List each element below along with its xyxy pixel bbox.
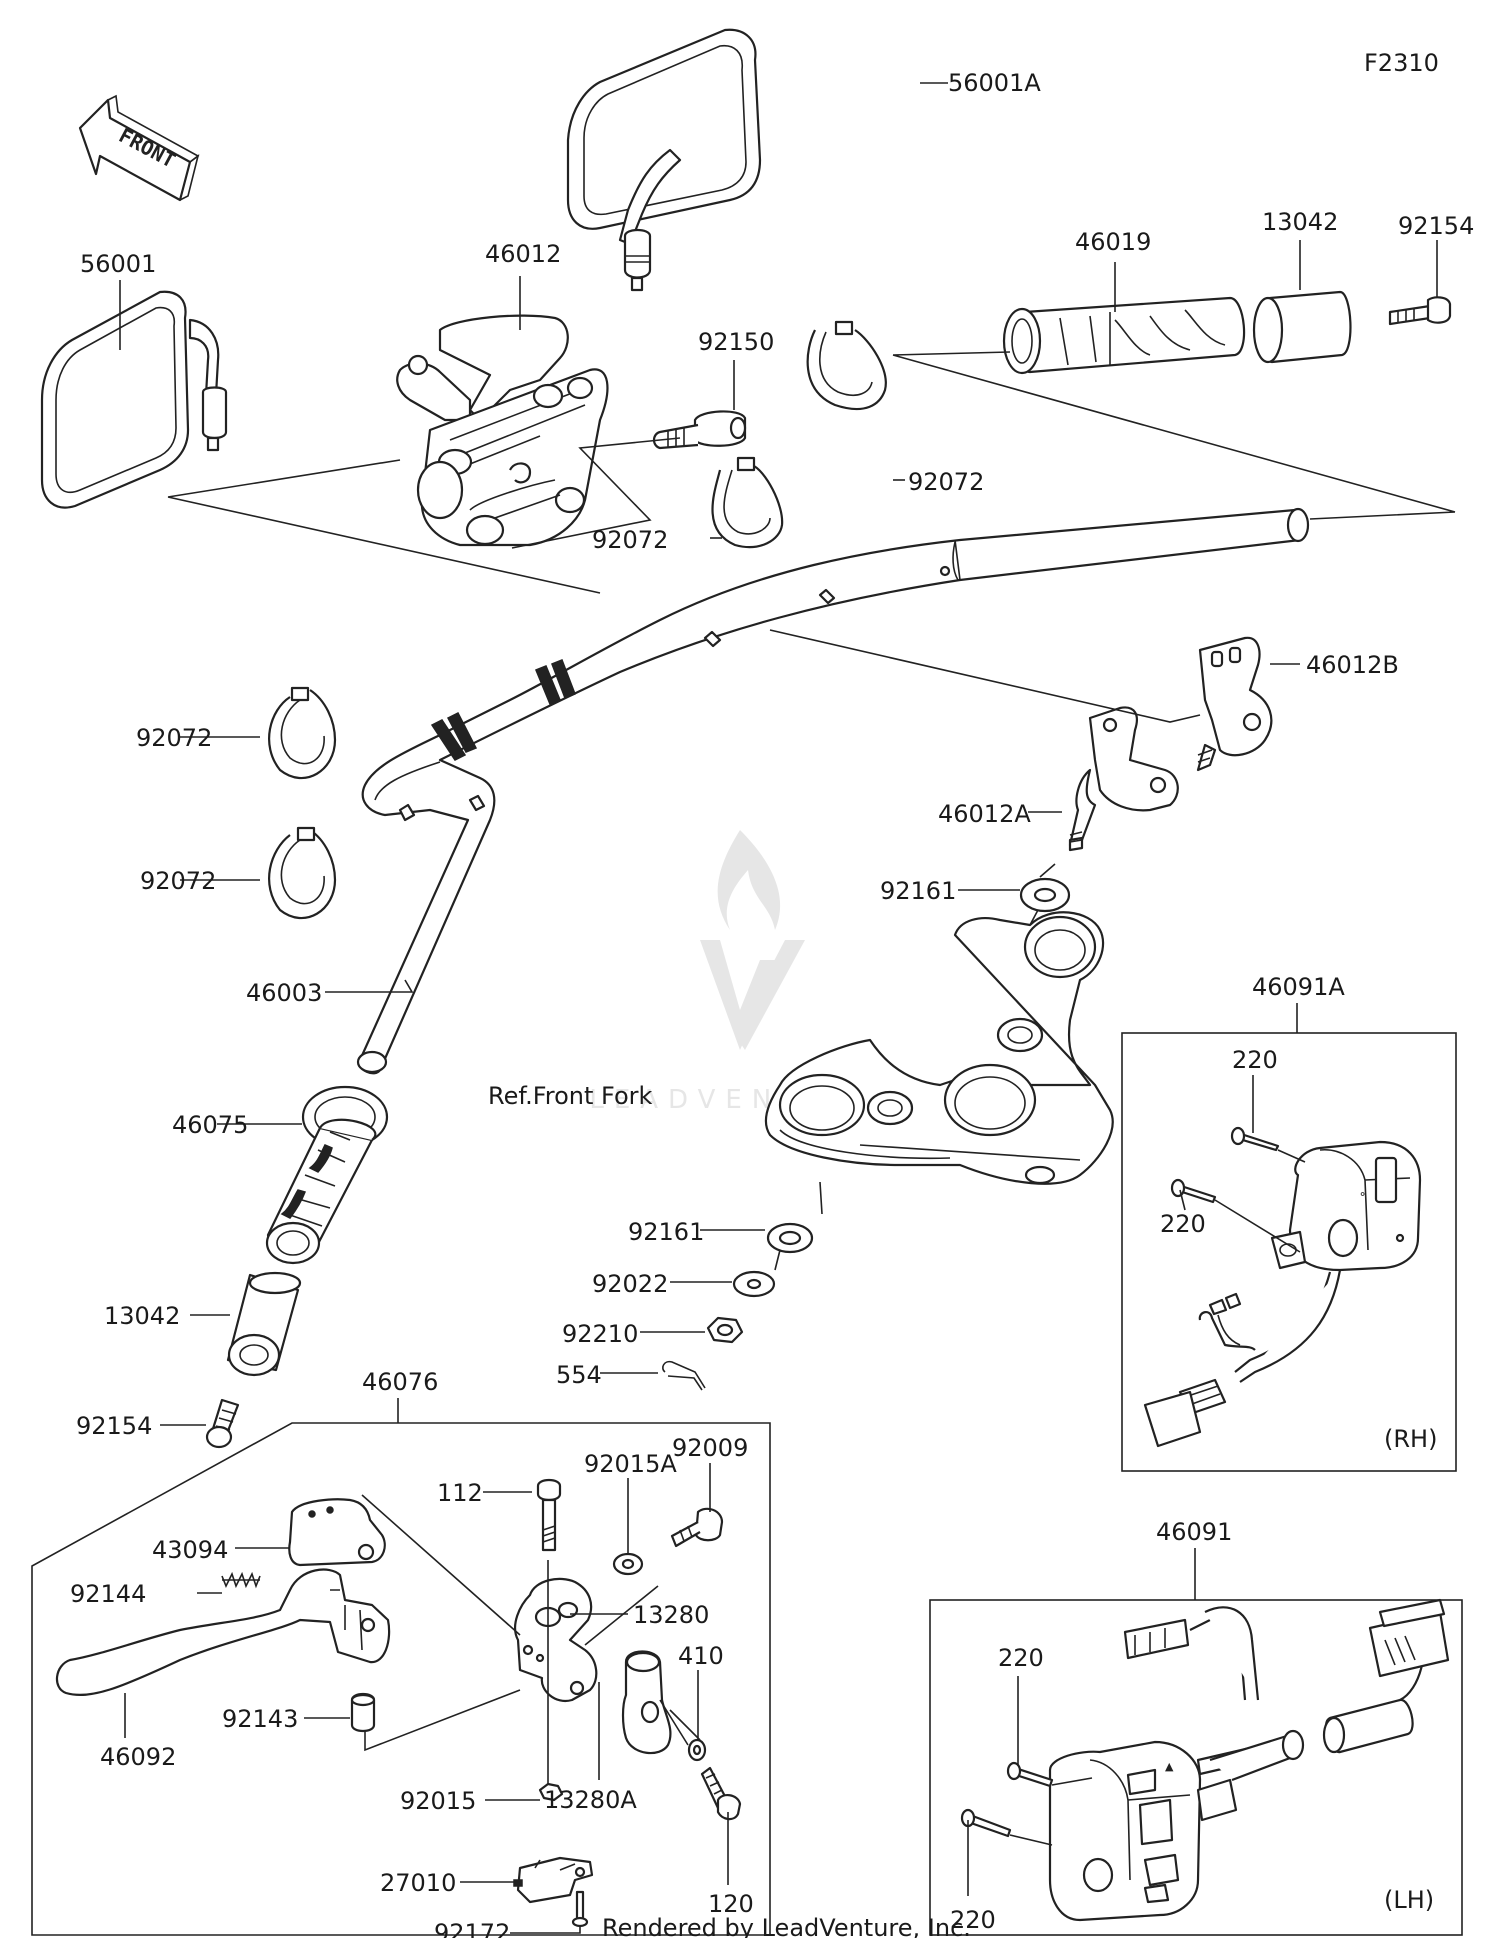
holder-46012B <box>1196 636 1273 772</box>
label-92210: 92210 <box>562 1320 638 1348</box>
label-92072-left-a: 92072 <box>136 724 212 752</box>
label-220-rh-a: 220 <box>1232 1046 1278 1074</box>
switch-27010 <box>513 1856 594 1904</box>
bracket-43094 <box>288 1498 386 1567</box>
bolt-92154-bottom <box>205 1398 240 1449</box>
label-220-lh-a: 220 <box>998 1644 1044 1672</box>
bracket-46012 <box>396 314 609 547</box>
label-92144: 92144 <box>70 1580 146 1608</box>
screw-220-rh-a <box>1230 1126 1280 1152</box>
label-92072-upper: 92072 <box>908 468 984 496</box>
collar-92143 <box>350 1692 376 1733</box>
screw-220-rh-b <box>1170 1178 1217 1204</box>
label-220-rh-b: 220 <box>1160 1210 1206 1238</box>
holder-46012A <box>1068 706 1179 852</box>
clamp-92072-upper-right <box>806 320 887 410</box>
label-92150: 92150 <box>698 328 774 356</box>
label-92022: 92022 <box>592 1270 668 1298</box>
label-46012: 46012 <box>485 240 561 268</box>
label-92143: 92143 <box>222 1705 298 1733</box>
label-46019: 46019 <box>1075 228 1151 256</box>
lever-46092 <box>56 1568 391 1697</box>
screw-120 <box>700 1766 742 1821</box>
bolt-92154-top <box>1388 296 1452 326</box>
screw-220-lh-a <box>1006 1761 1054 1788</box>
mirror-right-56001A <box>566 28 762 292</box>
label-13280A: 13280A <box>544 1786 637 1814</box>
holder-13280 <box>513 1577 598 1703</box>
clamp-92072-upper-left <box>711 456 784 549</box>
label-13280: 13280 <box>633 1601 709 1629</box>
label-46091A: 46091A <box>1252 973 1345 1001</box>
label-92072-left-b: 92072 <box>140 867 216 895</box>
label-92009: 92009 <box>672 1434 748 1462</box>
bolt-92150 <box>652 410 747 450</box>
bar-end-weight-13042-bottom <box>226 1271 302 1377</box>
label-46092: 46092 <box>100 1743 176 1771</box>
label-410: 410 <box>678 1642 724 1670</box>
svg-text:⚬: ⚬ <box>1358 1188 1367 1201</box>
switch-lh-box <box>929 1599 1463 1936</box>
label-92015: 92015 <box>400 1787 476 1815</box>
front-arrow-icon: FRONT <box>78 94 200 202</box>
spring-92144 <box>221 1571 261 1589</box>
label-46075: 46075 <box>172 1111 248 1139</box>
svg-text:▲: ▲ <box>1165 1760 1174 1773</box>
washer-92022 <box>732 1270 776 1298</box>
label-92072-middle: 92072 <box>592 526 668 554</box>
cotter-pin-554 <box>662 1360 706 1391</box>
washer-92161-bottom <box>766 1222 814 1254</box>
label-rh: (RH) <box>1384 1425 1437 1453</box>
washer-410 <box>687 1738 707 1762</box>
label-112: 112 <box>437 1479 483 1507</box>
switch-rh-box <box>1121 1032 1457 1472</box>
label-46012B: 46012B <box>1306 651 1399 679</box>
label-92015A: 92015A <box>584 1450 677 1478</box>
throttle-grip-46019 <box>1002 296 1246 375</box>
clamp-92072-left-a <box>268 686 337 780</box>
label-46012A: 46012A <box>938 800 1031 828</box>
label-92154-top: 92154 <box>1398 212 1474 240</box>
mirror-left-56001 <box>40 290 228 509</box>
label-lh: (LH) <box>1384 1886 1434 1914</box>
bar-end-weight-13042-top <box>1252 290 1352 364</box>
label-46003: 46003 <box>246 979 322 1007</box>
label-43094: 43094 <box>152 1536 228 1564</box>
fork-top-bracket <box>764 911 1114 1185</box>
handlebar-46003 <box>356 507 1310 1075</box>
label-27010: 27010 <box>380 1869 456 1897</box>
switch-rh-46091A: ⚬ <box>1143 1140 1422 1448</box>
bush-92015A <box>612 1552 644 1576</box>
lever-group-box <box>31 1422 771 1936</box>
bolt-112 <box>536 1478 562 1552</box>
screw-220-lh-b <box>960 1808 1012 1838</box>
label-120: 120 <box>708 1890 754 1918</box>
label-92154-bottom: 92154 <box>76 1412 152 1440</box>
label-46076: 46076 <box>362 1368 438 1396</box>
label-92172: 92172 <box>434 1919 510 1938</box>
part-labels: 56001A 56001 46012 92150 92072 92072 460… <box>70 69 1474 1938</box>
clamp-13280A <box>621 1650 672 1755</box>
footer-credit: Rendered by LeadVenture, Inc. <box>602 1914 971 1938</box>
label-46091: 46091 <box>1156 1518 1232 1546</box>
label-56001A: 56001A <box>948 69 1041 97</box>
washer-92161-top <box>1019 877 1071 913</box>
ref-front-fork: Ref.Front Fork <box>488 1082 653 1110</box>
clamp-92072-left-b <box>268 826 337 920</box>
label-220-lh-b: 220 <box>950 1906 996 1934</box>
screw-92172 <box>571 1890 589 1928</box>
label-13042-bottom: 13042 <box>104 1302 180 1330</box>
label-13042-top: 13042 <box>1262 208 1338 236</box>
switch-lh-46091: ▲ <box>1048 1598 1450 1922</box>
label-92161-bottom: 92161 <box>628 1218 704 1246</box>
grip-46075 <box>265 1085 389 1265</box>
screw-92009 <box>670 1507 724 1548</box>
figure-code: F2310 <box>1364 49 1439 77</box>
leader-lines <box>119 82 1456 1934</box>
label-554: 554 <box>556 1361 602 1389</box>
label-92161-top: 92161 <box>880 877 956 905</box>
nut-92210 <box>706 1316 744 1344</box>
label-56001: 56001 <box>80 250 156 278</box>
